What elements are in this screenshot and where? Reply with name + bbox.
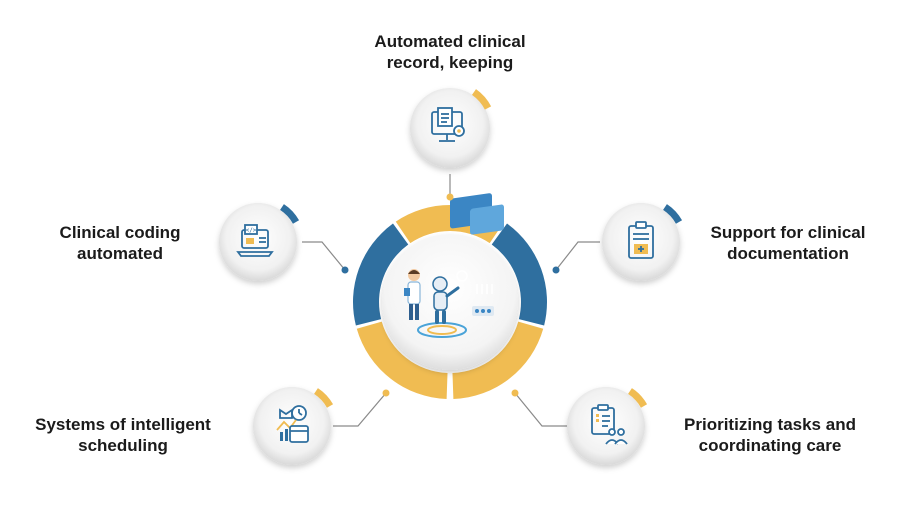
- node-accent: [662, 204, 683, 224]
- connector-documentation: [555, 241, 600, 271]
- label-coding: Clinical coding automated: [35, 222, 205, 264]
- node-accent: [313, 388, 334, 408]
- label-documentation: Support for clinical documentation: [693, 222, 883, 264]
- svg-text:</>: </>: [246, 227, 257, 234]
- label-line: Clinical coding: [59, 223, 181, 242]
- connectors: [302, 174, 600, 427]
- label-scheduling: Systems of intelligent scheduling: [18, 414, 228, 456]
- center-ring: [352, 204, 548, 399]
- computer-gear-document-icon: [431, 107, 465, 142]
- label-line: scheduling: [78, 436, 168, 455]
- node-disc: [219, 203, 297, 281]
- laptop-code-icon: </>: [236, 224, 274, 257]
- connector-prioritizing: [514, 392, 567, 427]
- ai-robot-doctor-illustration: [404, 193, 504, 338]
- label-line: record, keeping: [386, 53, 514, 72]
- node-accent: [627, 388, 648, 408]
- connector-scheduling: [333, 392, 387, 427]
- checklist-team-icon: [591, 404, 628, 445]
- node-accent: [279, 204, 300, 224]
- center-disc: [382, 234, 518, 370]
- label-line: Support for clinical: [710, 223, 866, 242]
- label-record: Automated clinical record, keeping: [350, 31, 550, 73]
- node-disc: [602, 203, 680, 281]
- ring-segment-left: [352, 223, 409, 326]
- label-prioritizing: Prioritizing tasks and coordinating care: [670, 414, 870, 456]
- label-line: Automated clinical: [374, 32, 526, 51]
- node-scheduling: [253, 387, 334, 465]
- label-line: automated: [77, 244, 163, 263]
- ring-segment-bottom-right: [452, 321, 544, 399]
- ring-segment-right: [491, 223, 548, 326]
- clipboard-medical-icon: [628, 221, 654, 259]
- ring-segment-bottom-left: [356, 321, 448, 399]
- label-line: documentation: [727, 244, 849, 263]
- node-record: [410, 88, 492, 168]
- label-line: Prioritizing tasks and: [684, 415, 856, 434]
- connector-coding: [302, 241, 346, 271]
- calendar-clock-chart-icon: [276, 405, 309, 443]
- node-prioritizing: [567, 387, 648, 465]
- node-documentation: [602, 203, 683, 281]
- node-accent: [471, 89, 492, 110]
- node-disc: [410, 88, 490, 168]
- node-coding: </>: [219, 203, 300, 281]
- label-line: Systems of intelligent: [35, 415, 211, 434]
- label-line: coordinating care: [698, 436, 842, 455]
- connector-dots: [341, 193, 560, 397]
